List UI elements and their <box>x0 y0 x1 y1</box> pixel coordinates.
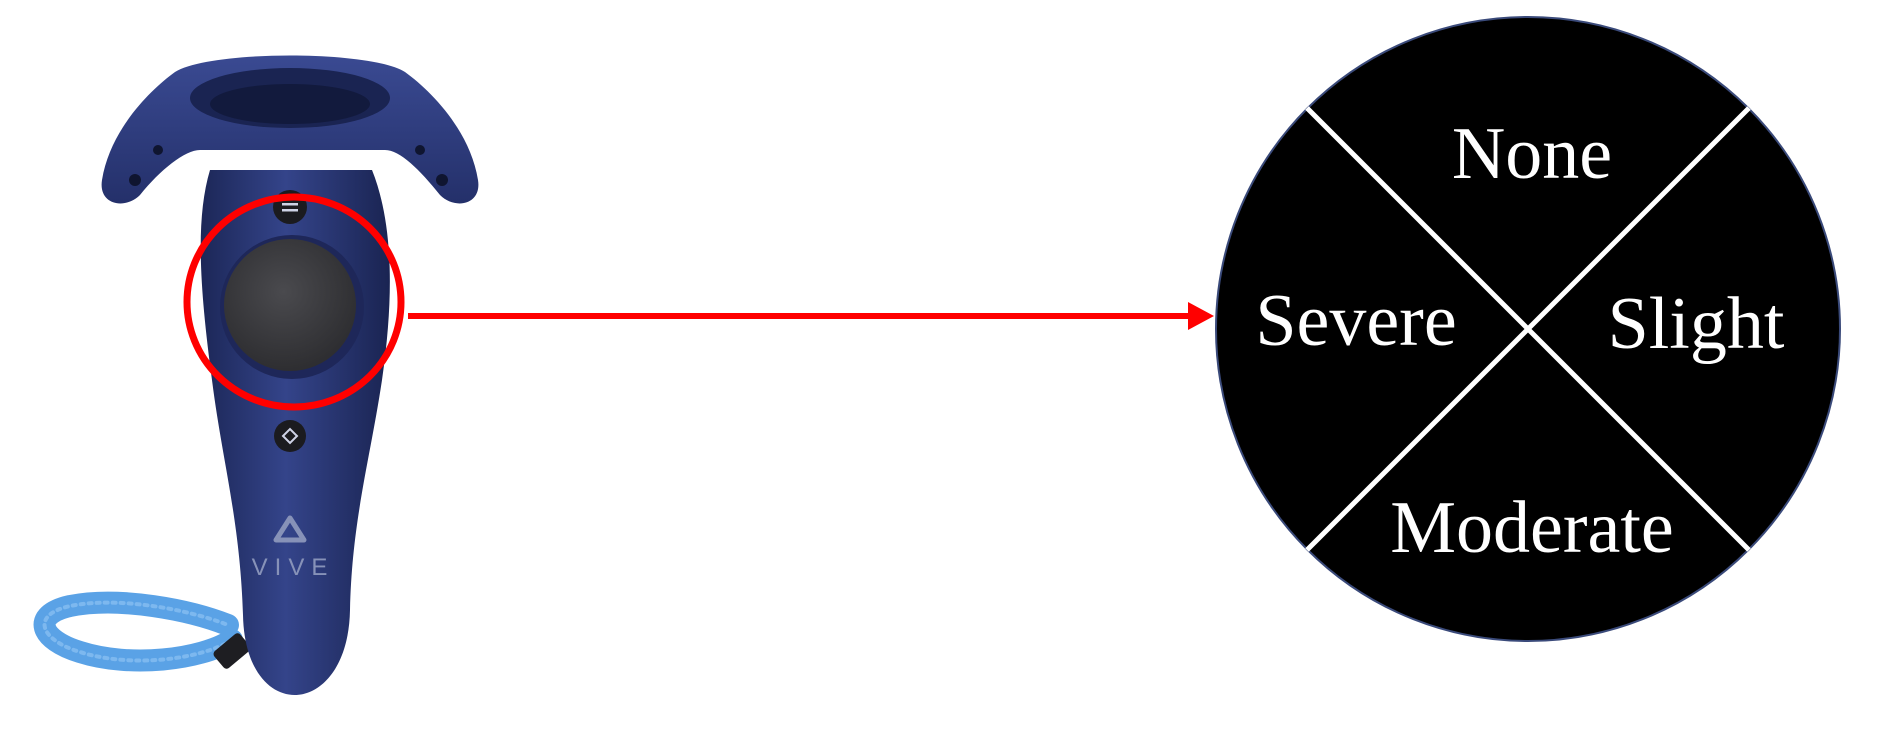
trackpad[interactable] <box>220 235 364 379</box>
tracking-ring <box>101 55 479 204</box>
option-moderate[interactable]: Moderate <box>1390 487 1674 569</box>
mapping-arrow <box>408 302 1214 330</box>
option-none[interactable]: None <box>1452 113 1612 195</box>
system-button[interactable] <box>274 420 306 452</box>
wheel-divider <box>1305 106 1751 552</box>
wrist-strap <box>33 591 251 672</box>
vr-controller: VIVE <box>33 55 479 696</box>
option-severe[interactable]: Severe <box>1255 280 1456 362</box>
brand-label: VIVE <box>252 554 335 581</box>
vive-logo-icon <box>273 515 307 543</box>
option-slight[interactable]: Slight <box>1608 283 1785 365</box>
trackpad-highlight-circle <box>183 193 405 411</box>
selection-wheel: None Slight Moderate Severe <box>1215 16 1841 642</box>
